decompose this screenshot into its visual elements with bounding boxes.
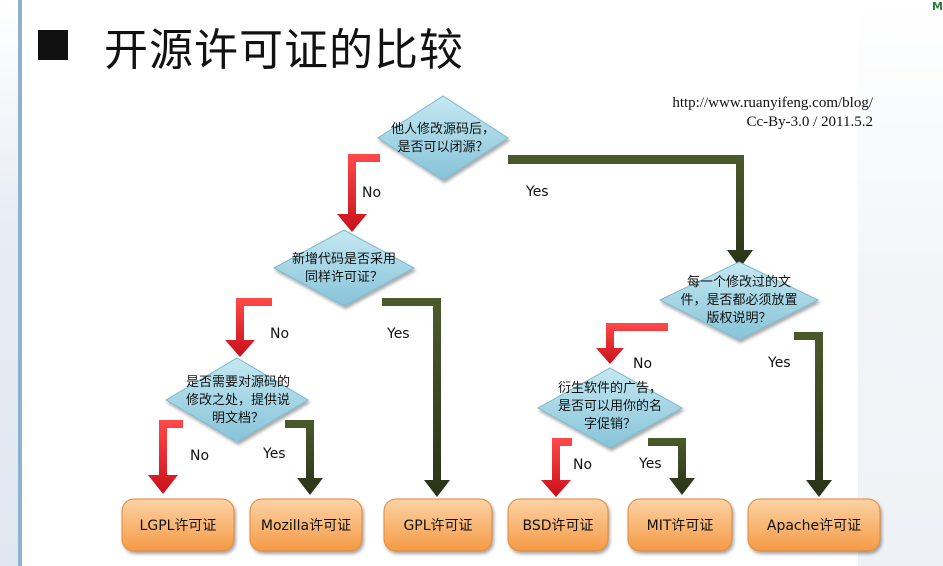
d1-yes-label: Yes (525, 184, 549, 200)
license-mit-label: MIT许可证 (647, 518, 714, 534)
license-lgpl-label: LGPL许可证 (140, 518, 217, 534)
d1-no-arrow (337, 154, 380, 232)
license-box-apache: Apache许可证 (747, 498, 881, 552)
decision-d3: 是否需要对源码的 修改之处，提供说 明文档？ (165, 357, 309, 443)
d3-no-label: No (190, 448, 209, 464)
d2-no-arrow (225, 298, 272, 357)
d4-line1: 每一个修改过的文 (687, 274, 791, 290)
license-bsd-label: BSD许可证 (522, 518, 593, 534)
credit-url: http://www.ruanyifeng.com/blog/ (672, 95, 873, 111)
slide-title: 开源许可证的比较 (104, 25, 464, 76)
d4-yes-arrow (794, 332, 832, 497)
license-mozilla-label: Mozilla许可证 (261, 518, 351, 534)
decision-d1: 他人修改源码后， 是否可以闭源？ (377, 95, 509, 181)
decision-d5: 衍生软件的广告， 是否可以用你的名 字促销？ (536, 367, 684, 449)
license-box-mozilla: Mozilla许可证 (249, 498, 363, 552)
license-box-gpl: GPL许可证 (383, 498, 493, 552)
d3-line1: 是否需要对源码的 (186, 374, 290, 390)
left-accent-line (18, 0, 22, 566)
d2-yes-arrow (382, 298, 450, 497)
right-panel-strip (858, 0, 943, 566)
d5-line3: 字促销？ (584, 417, 636, 432)
d1-no-label: No (362, 185, 381, 201)
license-box-mit: MIT许可证 (627, 498, 733, 552)
d2-no-label: No (270, 326, 289, 342)
decision-d4: 每一个修改过的文 件，是否都必须放置 版权说明？ (658, 261, 820, 341)
d3-line2: 修改之处，提供说 (186, 392, 290, 408)
d3-yes-arrow (285, 420, 323, 495)
license-box-lgpl: LGPL许可证 (121, 498, 235, 552)
decision-d2: 新增代码是否采用 同样许可证？ (272, 229, 416, 307)
title-bullet-icon (38, 30, 68, 60)
d3-line3: 明文档？ (212, 411, 264, 426)
d4-yes-label: Yes (767, 355, 791, 371)
d5-yes-label: Yes (638, 456, 662, 472)
corner-mark: M (932, 0, 943, 13)
d3-yes-label: Yes (262, 446, 286, 462)
license-apache-label: Apache许可证 (767, 518, 861, 534)
d4-line3: 版权说明？ (706, 310, 771, 326)
d4-no-arrow (596, 323, 668, 364)
d3-no-arrow (148, 420, 183, 494)
d2-line2: 同样许可证？ (305, 270, 383, 285)
d5-no-arrow (541, 438, 572, 497)
d2-line1: 新增代码是否采用 (292, 251, 396, 267)
d1-yes-arrow (508, 155, 753, 268)
d5-line2: 是否可以用你的名 (558, 398, 662, 414)
d1-line2: 是否可以闭源？ (397, 140, 488, 155)
credit-license: Cc-By-3.0 / 2011.5.2 (746, 114, 873, 130)
d5-no-label: No (573, 457, 592, 473)
credit-block: http://www.ruanyifeng.com/blog/ Cc-By-3.… (672, 94, 873, 132)
d4-no-label: No (633, 356, 652, 372)
d2-yes-label: Yes (386, 326, 410, 342)
d5-line1: 衍生软件的广告， (558, 380, 662, 396)
left-margin-bar (0, 0, 18, 566)
license-gpl-label: GPL许可证 (403, 518, 472, 534)
d5-yes-arrow (648, 438, 695, 495)
license-box-bsd: BSD许可证 (507, 498, 609, 552)
d4-line2: 件，是否都必须放置 (680, 293, 797, 308)
d1-line1: 他人修改源码后， (391, 122, 495, 137)
